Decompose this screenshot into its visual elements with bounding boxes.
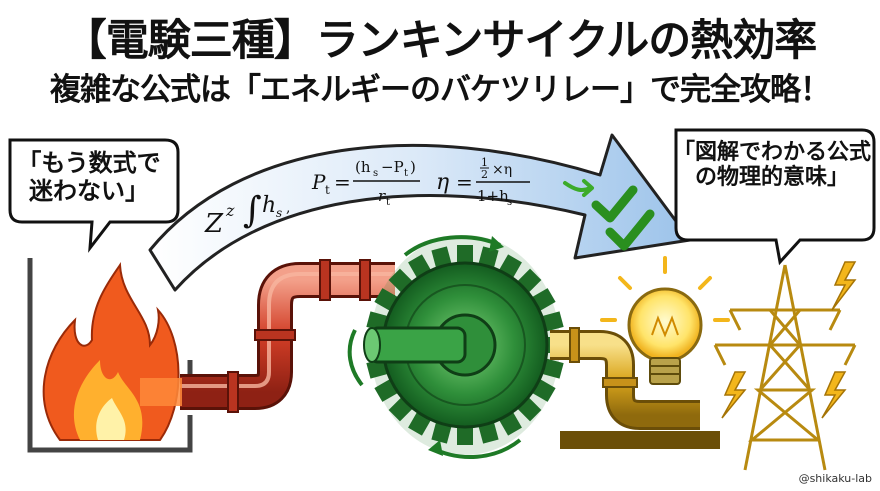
- svg-text:): ): [410, 158, 416, 176]
- svg-text:×η: ×η: [492, 162, 512, 178]
- credit-label: @shikaku-lab: [798, 472, 872, 485]
- steam-pipe: [140, 259, 395, 413]
- lightning-icon: [721, 261, 857, 419]
- main-title: 【電験三種】ランキンサイクルの熱効率: [63, 16, 818, 66]
- power-formula: P t = (h s −P t ) r t: [311, 158, 420, 208]
- svg-text:=: =: [334, 170, 351, 194]
- svg-text:∫: ∫: [243, 190, 262, 231]
- svg-text:t: t: [386, 197, 390, 208]
- output-pipe: [550, 327, 720, 449]
- svg-text:P: P: [311, 170, 326, 194]
- check-marks: [563, 179, 655, 251]
- svg-text:s: s: [276, 206, 282, 220]
- svg-text:1: 1: [481, 156, 488, 169]
- light-bulb-icon: [600, 256, 730, 385]
- sub-title: 複雑な公式は「エネルギーのバケツリレー」で完全攻略！: [50, 72, 831, 108]
- turbine-gear-icon: [347, 235, 565, 459]
- svg-text:(h: (h: [355, 158, 371, 176]
- left-speech-bubble: [8, 138, 180, 253]
- svg-text:1+h: 1+h: [477, 187, 509, 205]
- right-speech-bubble: [674, 128, 876, 266]
- svg-text:t: t: [404, 168, 408, 179]
- svg-text:=: =: [456, 170, 473, 194]
- svg-text:r: r: [378, 187, 386, 205]
- power-tower-icon: [713, 264, 857, 471]
- svg-text:z: z: [225, 201, 235, 220]
- svg-text:,: ,: [286, 200, 290, 216]
- svg-text:s: s: [373, 168, 378, 179]
- fire-icon: [42, 261, 180, 441]
- efficiency-formula: η = 1 2 ×η 1+h s: [436, 156, 530, 208]
- formula-group: Z z ∫ h s , P t = (h s −P t ) r t η = 1 …: [204, 156, 530, 239]
- svg-text:η: η: [436, 170, 449, 195]
- svg-text:h: h: [262, 193, 276, 218]
- svg-text:2: 2: [481, 168, 488, 181]
- svg-text:t: t: [325, 183, 330, 197]
- svg-text:−P: −P: [381, 158, 404, 176]
- integral-formula: Z: [204, 209, 224, 239]
- svg-text:s: s: [507, 197, 512, 208]
- left-bubble-text: 「もう数式で迷わない」: [17, 149, 161, 205]
- right-bubble-text: 「図解でわかる公式の物理的意味」: [672, 140, 871, 191]
